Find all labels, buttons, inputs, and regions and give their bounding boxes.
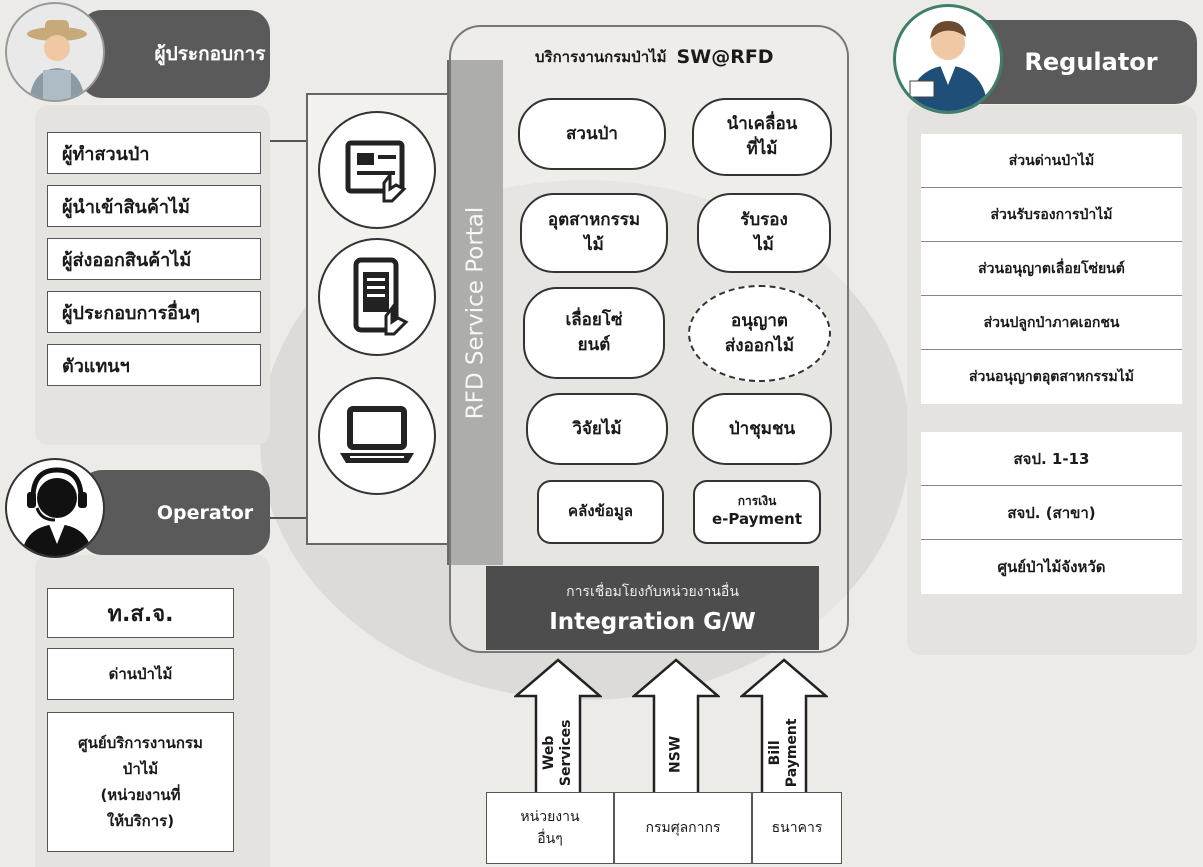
- services-title: บริการงานกรมป่าไม้: [535, 48, 667, 66]
- operator-item-5: ตัวแทนฯ: [47, 344, 261, 386]
- integration-gateway: การเชื่อมโยงกับหน่วยงานอื่น Integration …: [486, 566, 819, 650]
- operators-title: ผู้ประกอบการ: [154, 43, 266, 65]
- service-e-payment[interactable]: การเงิน e-Payment: [693, 480, 821, 544]
- target-bank: ธนาคาร: [752, 792, 842, 864]
- gateway-title: Integration G/W: [549, 609, 756, 635]
- e-payment-sub: การเงิน: [737, 494, 777, 509]
- service-timber-transport[interactable]: นำเคลื่อน ที่ไม้: [692, 98, 832, 176]
- regulator-office-2: สจป. (สาขา): [921, 486, 1182, 540]
- service-community-forest[interactable]: ป่าชุมชน: [692, 393, 832, 465]
- target-customs: กรมศุลกากร: [614, 792, 752, 864]
- operators-header: ผู้ประกอบการ: [80, 10, 270, 98]
- kiosk-touch-icon: [318, 111, 436, 229]
- regulator-office-3: ศูนย์ป่าไม้จังหวัด: [921, 540, 1182, 594]
- service-chainsaw[interactable]: เลื่อยโซ่ ยนต์: [523, 287, 665, 379]
- operator-staff-item-3: ศูนย์บริการงานกรม ป่าไม้ (หน่วยงานที่ ให…: [47, 712, 234, 852]
- headset-operator-icon: [5, 458, 105, 558]
- operator-staff-header: Operator: [80, 470, 270, 555]
- service-wood-certification[interactable]: รับรอง ไม้: [697, 193, 831, 273]
- laptop-icon: [318, 377, 436, 495]
- connector-line-operator: [270, 517, 308, 519]
- regulator-person-icon: [893, 4, 1003, 114]
- operator-item-3: ผู้ส่งออกสินค้าไม้: [47, 238, 261, 280]
- operator-staff-item-1: ท.ส.จ.: [47, 588, 234, 638]
- regulator-item-2: ส่วนรับรองการป่าไม้: [921, 188, 1182, 242]
- service-forest-plantation[interactable]: สวนป่า: [518, 98, 666, 170]
- service-export-permit[interactable]: อนุญาต ส่งออกไม้: [688, 285, 831, 382]
- regulator-item-3: ส่วนอนุญาตเลื่อยโซ่ยนต์: [921, 242, 1182, 296]
- regulator-item-4: ส่วนปลูกป่าภาคเอกชน: [921, 296, 1182, 350]
- service-data-warehouse[interactable]: คลังข้อมูล: [537, 480, 664, 544]
- farmer-icon: [5, 2, 105, 102]
- regulator-item-1: ส่วนด่านป่าไม้: [921, 134, 1182, 188]
- service-wood-research[interactable]: วิจัยไม้: [526, 393, 668, 465]
- regulator-office-1: สจป. 1-13: [921, 432, 1182, 486]
- operator-staff-title: Operator: [156, 501, 254, 524]
- operator-item-2: ผู้นำเข้าสินค้าไม้: [47, 185, 261, 227]
- operator-staff-item-2: ด่านป่าไม้: [47, 648, 234, 700]
- services-title-row: บริการงานกรมป่าไม้ SW@RFD: [535, 42, 845, 72]
- smartphone-touch-icon: [318, 238, 436, 356]
- regulator-title: Regulator: [1024, 48, 1158, 76]
- services-brand: SW@RFD: [676, 46, 774, 68]
- connector-line-operators: [270, 140, 308, 142]
- e-payment-label: e-Payment: [711, 510, 803, 529]
- gateway-subtitle: การเชื่อมโยงกับหน่วยงานอื่น: [566, 584, 739, 600]
- service-wood-industry[interactable]: อุตสาหกรรม ไม้: [520, 193, 668, 273]
- operator-item-1: ผู้ทำสวนป่า: [47, 132, 261, 174]
- operator-item-4: ผู้ประกอบการอื่นๆ: [47, 291, 261, 333]
- target-other-agencies: หน่วยงาน อื่นๆ: [486, 792, 614, 864]
- regulator-item-5: ส่วนอนุญาตอุตสาหกรรมไม้: [921, 350, 1182, 404]
